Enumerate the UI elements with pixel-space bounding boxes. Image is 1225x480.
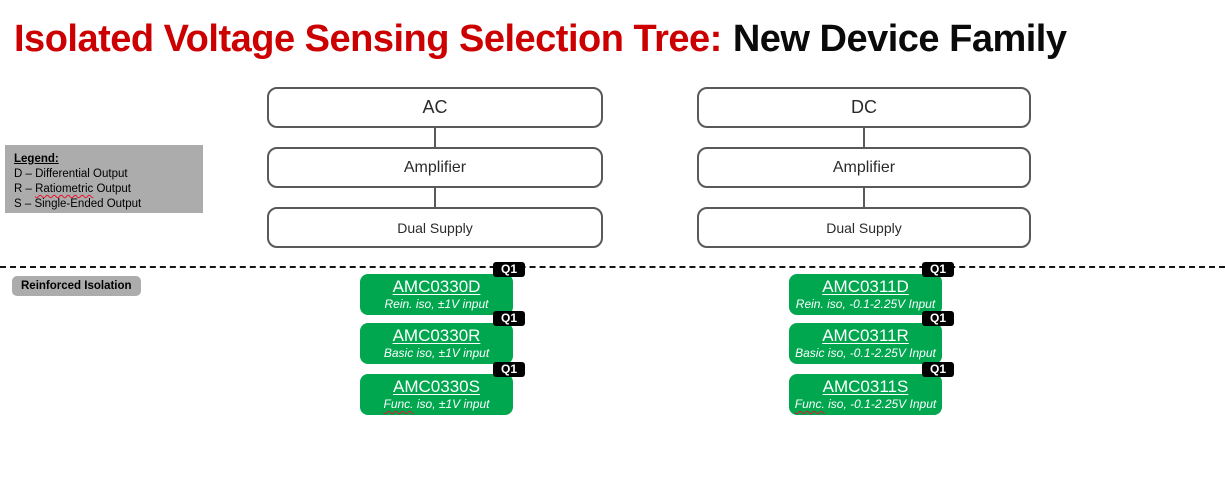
device-subtitle-text: Rein. iso, -0.1-2.25V Input: [795, 297, 936, 311]
device-link-amc0330s[interactable]: AMC0330S: [393, 377, 480, 396]
device-link-amc0311d[interactable]: AMC0311D: [822, 277, 909, 296]
device-card-amc0330s: Q1 AMC0330S Func. iso, ±1V input: [360, 362, 525, 415]
legend-item-wavy: Ratiometric: [35, 183, 94, 195]
q1-badge: Q1: [492, 311, 525, 326]
device-subtitle: Basic iso, -0.1-2.25V Input: [789, 346, 942, 360]
page-title-black: New Device Family: [732, 18, 1067, 60]
legend-item-text: Output: [93, 183, 131, 195]
device-subtitle: Func. iso, -0.1-2.25V Input: [789, 397, 942, 411]
device-subtitle-text: iso, -0.1-2.25V Input: [824, 397, 937, 411]
device-card-amc0311d: Q1 AMC0311D Rein. iso, -0.1-2.25V Input: [789, 262, 954, 315]
q1-badge: Q1: [921, 362, 954, 377]
tree-node-ac-dual-supply: Dual Supply: [267, 207, 603, 248]
legend-item-ratiometric: R – Ratiometric Output: [14, 182, 203, 197]
device-card-amc0311s: Q1 AMC0311S Func. iso, -0.1-2.25V Input: [789, 362, 954, 415]
reinforced-isolation-label: Reinforced Isolation: [12, 276, 141, 296]
connector-dc-1: [863, 128, 865, 147]
connector-dc-2: [863, 188, 865, 207]
legend-item-single-ended: S – Single-Ended Output: [14, 197, 203, 212]
legend-item-differential: D – Differential Output: [14, 167, 203, 182]
device-subtitle-text: Rein. iso, ±1V input: [384, 297, 489, 311]
device-card-amc0330d: Q1 AMC0330D Rein. iso, ±1V input: [360, 262, 525, 315]
device-subtitle: Rein. iso, -0.1-2.25V Input: [789, 297, 942, 311]
device-card-amc0311r: Q1 AMC0311R Basic iso, -0.1-2.25V Input: [789, 311, 954, 364]
tree-node-dc: DC: [697, 87, 1031, 128]
tree-node-dc-amplifier: Amplifier: [697, 147, 1031, 188]
device-subtitle: Rein. iso, ±1V input: [360, 297, 513, 311]
device-subtitle-text: Basic iso, ±1V input: [383, 346, 490, 360]
device-link-amc0330r[interactable]: AMC0330R: [392, 326, 481, 345]
legend-heading: Legend:: [14, 153, 59, 165]
legend-box: Legend: D – Differential Output R – Rati…: [5, 145, 203, 213]
page-title: Isolated Voltage Sensing Selection Tree:…: [14, 18, 1067, 61]
q1-badge: Q1: [921, 311, 954, 326]
device-subtitle-text: iso, ±1V input: [413, 397, 490, 411]
device-link-amc0311r[interactable]: AMC0311R: [822, 326, 909, 345]
connector-ac-1: [434, 128, 436, 147]
device-subtitle: Func. iso, ±1V input: [360, 397, 513, 411]
tree-node-ac-amplifier: Amplifier: [267, 147, 603, 188]
q1-badge: Q1: [492, 362, 525, 377]
legend-item-text: S – Single-Ended Output: [14, 198, 142, 210]
tree-node-ac: AC: [267, 87, 603, 128]
legend-item-text: R –: [14, 183, 36, 195]
page-title-red: Isolated Voltage Sensing Selection Tree:: [14, 18, 722, 60]
legend-item-text: D – Differential Output: [14, 168, 128, 180]
tree-node-dc-dual-supply: Dual Supply: [697, 207, 1031, 248]
connector-ac-2: [434, 188, 436, 207]
device-subtitle-text: Basic iso, -0.1-2.25V Input: [795, 346, 936, 360]
device-card-amc0330r: Q1 AMC0330R Basic iso, ±1V input: [360, 311, 525, 364]
q1-badge: Q1: [921, 262, 954, 277]
device-link-amc0311s[interactable]: AMC0311S: [822, 377, 909, 396]
q1-badge: Q1: [492, 262, 525, 277]
device-subtitle-wavy: Func.: [383, 397, 414, 411]
device-link-amc0330d[interactable]: AMC0330D: [392, 277, 481, 296]
isolation-divider-line: [0, 266, 1225, 268]
device-subtitle: Basic iso, ±1V input: [360, 346, 513, 360]
device-subtitle-wavy: Func.: [794, 397, 825, 411]
